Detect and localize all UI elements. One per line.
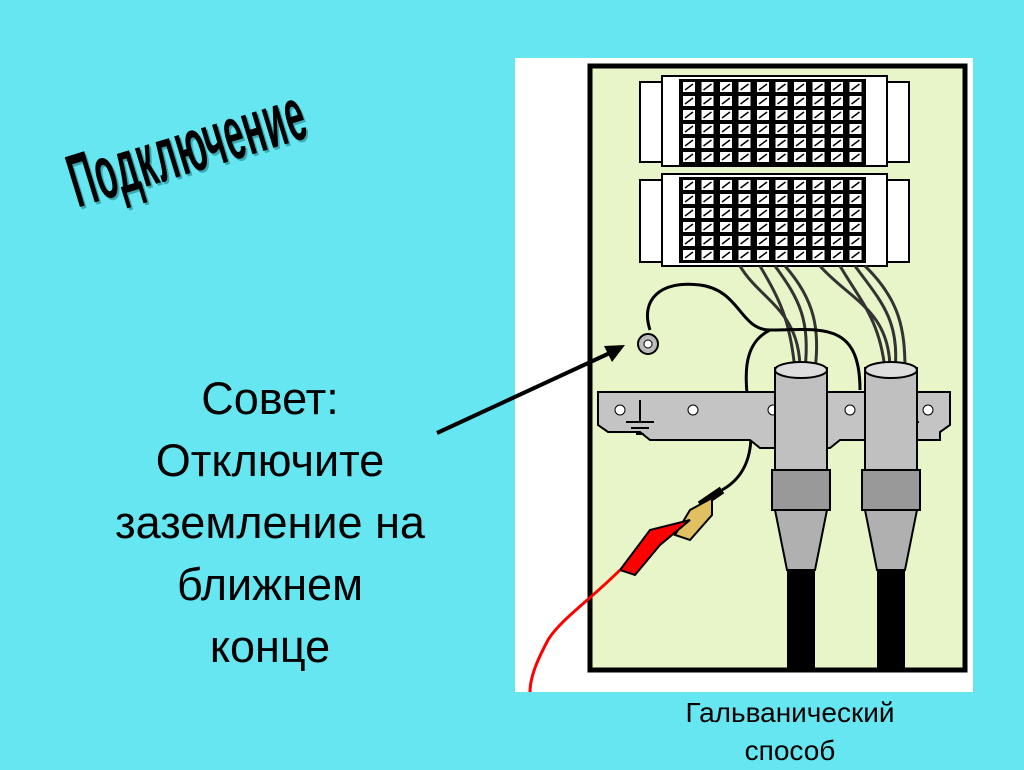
ground-symbol-icon	[626, 400, 654, 435]
tip-line: заземление на	[115, 497, 425, 548]
cable-right	[861, 361, 921, 670]
tip-line: Совет:	[201, 373, 339, 424]
tip-line: конце	[209, 621, 331, 672]
annotation-arrow	[436, 345, 625, 435]
terminal-block-top	[639, 75, 910, 167]
diagram-caption: Гальванический способ	[560, 694, 1020, 770]
caption-line: способ	[744, 735, 836, 766]
caption-line: Гальванический	[685, 697, 895, 728]
tip-line: ближнем	[176, 559, 364, 610]
cable-left	[771, 361, 831, 670]
tip-line: Отключите	[155, 435, 385, 486]
probe-clip	[528, 486, 725, 693]
tip-text: Совет: Отключите заземление на ближнем к…	[60, 368, 480, 678]
wire-bundles	[738, 264, 907, 371]
terminal-block-bottom	[639, 173, 910, 267]
